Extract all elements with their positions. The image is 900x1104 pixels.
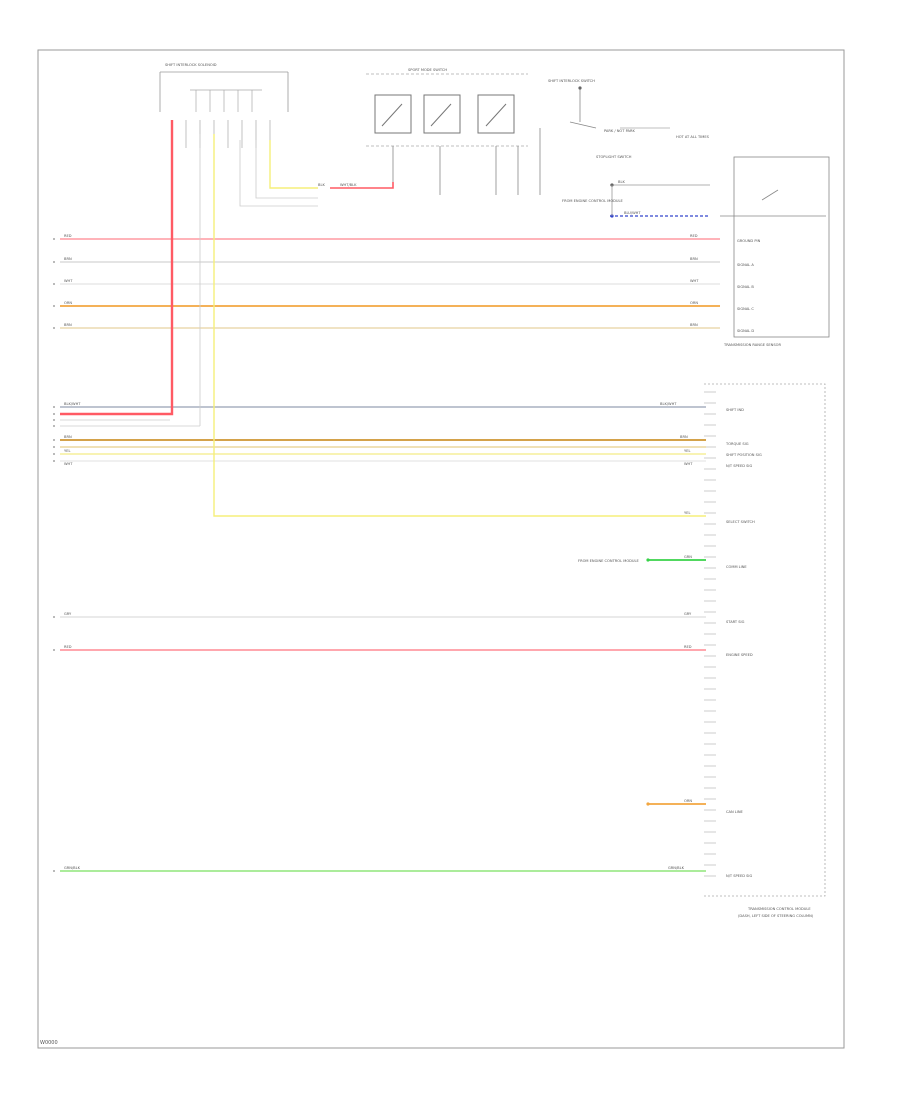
- left-pin-marker: [53, 238, 55, 240]
- tcm-pin-5: COMM LINE: [726, 565, 747, 569]
- footer-code: W0000: [40, 1040, 58, 1046]
- sport-mode-switch-assembly: SPORT MODE SWITCH: [366, 68, 528, 195]
- sensor-pin-0: GROUND PIN: [737, 239, 761, 243]
- wire-label-17: WHT/BLK: [340, 183, 357, 187]
- wire-label-15b: BLK: [618, 180, 625, 184]
- wire-labels: RED RED BRN BRN WHT WHT ORN ORN BRN BRN …: [64, 180, 699, 870]
- tcm-pin-8: CAN LINE: [726, 810, 744, 814]
- wire-label-7: YEL: [64, 449, 70, 453]
- left-pin-marker: [53, 649, 55, 651]
- wire-label-7b: YEL: [684, 449, 690, 453]
- tcm-pin-1: TORQUE SIG: [725, 442, 749, 446]
- stoplight-switch-label: STOPLIGHT SWITCH: [596, 155, 632, 159]
- park-not-park-label: PARK / NOT PARK: [604, 129, 635, 133]
- shift-interlock-switch-label: SHIFT INTERLOCK SWITCH: [548, 79, 595, 83]
- wire-red-upper: [330, 182, 394, 189]
- sensor-pin-2: SIGNAL B: [737, 285, 754, 289]
- wire-label-3b: ORN: [690, 301, 698, 305]
- wire-label-5b: BLK/WHT: [660, 402, 677, 406]
- wire-label-4b: BRN: [690, 323, 698, 327]
- left-pin-marker: [53, 419, 55, 421]
- from-module-2-label: FROM ENGINE CONTROL MODULE: [578, 559, 640, 563]
- wire-label-1b: BRN: [690, 257, 698, 261]
- transmission-control-module: TRANSMISSION CONTROL MODULE (DASH, LEFT …: [704, 383, 826, 918]
- left-pin-marker: [53, 870, 55, 872]
- transmission-range-sensor: TRANSMISSION RANGE SENSOR GROUND PIN SIG…: [720, 156, 830, 347]
- tcm-pin-9: N/T SPEED SIG: [726, 874, 752, 878]
- sensor-pin-3: SIGNAL C: [737, 307, 754, 311]
- wire-yel-upper: [269, 140, 318, 189]
- wire-label-3: ORN: [64, 301, 72, 305]
- left-pin-marker: [53, 425, 55, 427]
- shift-interlock-solenoid-label: SHIFT INTERLOCK SOLENOID: [165, 63, 217, 67]
- transmission-range-sensor-label: TRANSMISSION RANGE SENSOR: [723, 343, 781, 347]
- wire-label-2b: WHT: [690, 279, 699, 283]
- wire-label-5: BLK/WHT: [64, 402, 81, 406]
- wire-label-1: BRN: [64, 257, 72, 261]
- wire-label-12b: RED: [684, 645, 692, 649]
- left-pin-marker: [53, 460, 55, 462]
- tcm-label: TRANSMISSION CONTROL MODULE: [747, 907, 811, 911]
- wire-label-9: YEL: [684, 511, 690, 515]
- wire-label-8b: WHT: [684, 462, 693, 466]
- left-pin-marker: [53, 413, 55, 415]
- wire-label-2: WHT: [64, 279, 73, 283]
- tcm-pin-6: START SIG: [726, 620, 745, 624]
- diagram-frame: [37, 49, 845, 1049]
- tcm-pin-4: SELECT SWITCH: [726, 520, 755, 524]
- stoplight-switch: STOPLIGHT SWITCH FROM ENGINE CONTROL MOD…: [562, 155, 710, 218]
- wire-label-6: BRN: [64, 435, 72, 439]
- sensor-pin-4: SIGNAL D: [737, 329, 754, 333]
- wire-yel-select: [213, 134, 706, 517]
- sensor-pin-1: SIGNAL A: [737, 263, 754, 267]
- wire-label-6b: BRN: [680, 435, 688, 439]
- tcm-pin-3: N/T SPEED SIG: [726, 464, 752, 468]
- wire-label-15: BLK: [318, 183, 325, 187]
- wire-label-0b: RED: [690, 234, 698, 238]
- wire-label-10: GRN: [684, 555, 692, 559]
- wire-label-8: WHT: [64, 462, 73, 466]
- wire-label-4: BRN: [64, 323, 72, 327]
- left-pin-marker: [53, 616, 55, 618]
- wire-label-12: RED: [64, 645, 72, 649]
- left-pin-marker: [53, 327, 55, 329]
- wire-label-0: RED: [64, 234, 72, 238]
- wires: FROM ENGINE CONTROL MODULE: [60, 120, 720, 872]
- left-pin-marker: [53, 439, 55, 441]
- tcm-sublabel: (DASH, LEFT SIDE OF STEERING COLUMN): [738, 914, 814, 918]
- left-pin-marker: [53, 406, 55, 408]
- tcm-pin-7: ENGINE SPEED: [726, 653, 753, 657]
- tcm-pin-2: SHIFT POSITION SIG: [726, 453, 762, 457]
- wire-label-14b: GRN/BLK: [668, 866, 685, 870]
- wire-label-13: ORN: [684, 799, 692, 803]
- left-pin-marker: [53, 305, 55, 307]
- sport-mode-switch-label: SPORT MODE SWITCH: [408, 68, 447, 72]
- hot-at-all-times-label: HOT AT ALL TIMES: [676, 135, 710, 139]
- shift-interlock-connector: SHIFT INTERLOCK SOLENOID: [159, 63, 289, 148]
- wire-label-16: BLU/WHT: [624, 211, 641, 215]
- wire-label-11: GRY: [64, 612, 72, 616]
- tcm-pin-0: SHIFT IND: [726, 408, 744, 412]
- left-pin-marker: [53, 446, 55, 448]
- wire-red-vertical: [60, 120, 174, 416]
- left-pin-marker: [53, 283, 55, 285]
- wire-label-11b: GRY: [684, 612, 692, 616]
- left-pin-marker: [53, 261, 55, 263]
- wire-label-14: GRN/BLK: [64, 866, 81, 870]
- from-module-1-label: FROM ENGINE CONTROL MODULE: [562, 199, 624, 203]
- left-pin-marker: [53, 453, 55, 455]
- shift-interlock-switch: SHIFT INTERLOCK SWITCH PARK / NOT PARK H…: [539, 79, 710, 195]
